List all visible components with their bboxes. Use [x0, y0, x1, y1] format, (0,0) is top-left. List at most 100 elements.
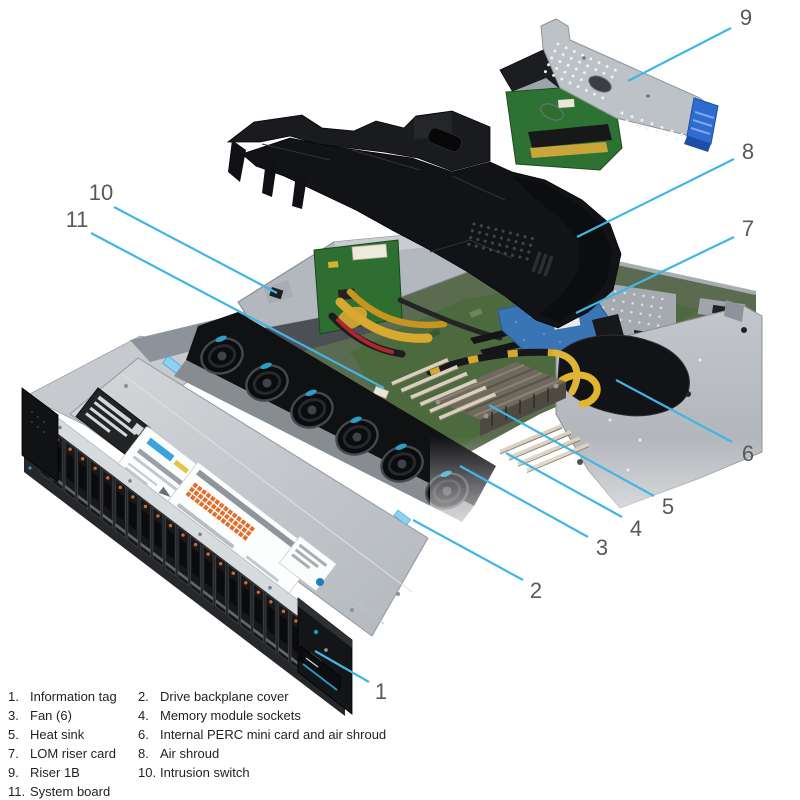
drive-release-button: [244, 581, 248, 585]
callout-number-11: 11: [66, 207, 89, 232]
perforation-hole: [568, 81, 572, 85]
vent-hole: [518, 255, 522, 259]
legend-item-label: Intrusion switch: [160, 765, 250, 780]
barcode-cell: [228, 516, 235, 523]
drive-bay-vent: [91, 471, 99, 502]
fan-unit: [380, 443, 424, 483]
barcode-cell: [188, 486, 195, 493]
callout-number-5: 5: [662, 494, 674, 519]
legend-item-number: 8.: [138, 746, 149, 761]
perforation-hole: [563, 70, 567, 74]
barcode-cell: [231, 512, 238, 519]
drive-carrier-handle: [215, 599, 226, 611]
brand-badge-graphic: [316, 578, 324, 586]
drive-carrier-handle: [165, 561, 176, 573]
perforation-hole: [571, 74, 575, 78]
perforation-hole: [680, 133, 684, 137]
drive-carrier-handle: [203, 589, 214, 601]
callout-number-9: 9: [740, 5, 752, 30]
drive-carrier-handle: [102, 513, 113, 525]
legend-item-1: 1.Information tag: [8, 687, 138, 706]
drive-release-button: [106, 476, 110, 480]
barcode-cell: [236, 523, 243, 530]
callout-number-8: 8: [742, 139, 754, 164]
perforation-hole: [569, 56, 573, 60]
perforation-hole: [579, 78, 583, 82]
perforation-hole: [628, 319, 632, 323]
drive-bay-vent: [267, 605, 275, 636]
perforation-hole: [620, 309, 624, 313]
heat-sink-graphic: [426, 348, 581, 436]
callout-number-2: 2: [530, 578, 542, 603]
vent-hole: [467, 242, 471, 246]
vent-hole: [516, 233, 520, 237]
perforation-hole: [605, 64, 609, 68]
drive-bay-vent: [104, 481, 112, 512]
legend-item-label: Fan (6): [30, 708, 72, 723]
callout-number-1: 1: [375, 679, 387, 704]
drive-bay-vent: [229, 576, 237, 607]
fan-blades: [387, 452, 417, 476]
legend-item-label: LOM riser card: [30, 746, 116, 761]
vent-hole: [530, 236, 534, 241]
drive-bay-vent: [204, 557, 212, 588]
service-tag-label-graphic: [75, 387, 152, 458]
vent-hole: [489, 248, 493, 252]
drive-carrier-handle: [240, 618, 251, 630]
vent-hole: [492, 234, 496, 238]
vent-hole: [474, 244, 478, 248]
riser-1b-graphic: [499, 18, 719, 171]
perforation-hole: [675, 137, 679, 141]
drive-bay-vent: [279, 614, 287, 645]
barcode-cell: [235, 515, 242, 522]
barcode-cell: [224, 521, 231, 528]
perforation-hole: [659, 306, 663, 310]
fan-hub: [262, 378, 272, 388]
drive-carrier-handle: [152, 551, 163, 563]
drive-bay-vent: [154, 519, 162, 550]
vent-hole: [527, 250, 531, 254]
perforation-hole: [620, 111, 624, 115]
dimm-slot: [438, 392, 497, 421]
psu-cage-graphic: [237, 229, 503, 358]
perforation-hole: [547, 63, 551, 67]
legend-item-label: Heat sink: [30, 727, 85, 742]
perforation-hole: [582, 71, 586, 75]
perforation-hole: [581, 53, 585, 57]
perforation-hole: [639, 312, 643, 316]
legend-item-number: 2.: [138, 689, 149, 704]
legend-item-label: System board: [30, 784, 111, 799]
vent-hole: [486, 226, 491, 230]
legend-item-number: 5.: [8, 727, 19, 742]
legend-item-7: 7.LOM riser card: [8, 744, 138, 763]
perforation-hole: [555, 66, 559, 70]
vent-hole: [510, 253, 515, 257]
perforation-hole: [656, 324, 660, 327]
callout-number-4: 4: [630, 516, 642, 541]
dimm-slot: [410, 371, 468, 400]
drive-release-button: [269, 600, 273, 604]
drive-release-button: [256, 590, 261, 594]
dimm-slot-edge: [391, 361, 449, 387]
perforation-hole: [658, 315, 661, 318]
drive-carrier-handle: [178, 570, 189, 582]
vent-hole: [521, 241, 525, 246]
legend-item-label: Air shroud: [160, 746, 220, 761]
barcode-cell: [201, 489, 208, 496]
drive-release-button: [143, 504, 148, 509]
perforation-hole: [655, 130, 659, 134]
legend-item-label: Memory module sockets: [160, 708, 301, 723]
perforation-hole: [612, 299, 616, 302]
perforation-hole: [650, 305, 653, 308]
drive-release-button: [294, 619, 298, 623]
drive-release-button: [80, 457, 85, 461]
drive-bay-vent: [167, 529, 174, 560]
barcode-cell: [194, 497, 201, 504]
perforation-hole: [594, 68, 598, 72]
dimm-slot-edge: [420, 382, 477, 408]
drive-release-button: [68, 447, 72, 451]
barcode-cell: [215, 506, 222, 513]
perforation-hole: [635, 123, 639, 127]
